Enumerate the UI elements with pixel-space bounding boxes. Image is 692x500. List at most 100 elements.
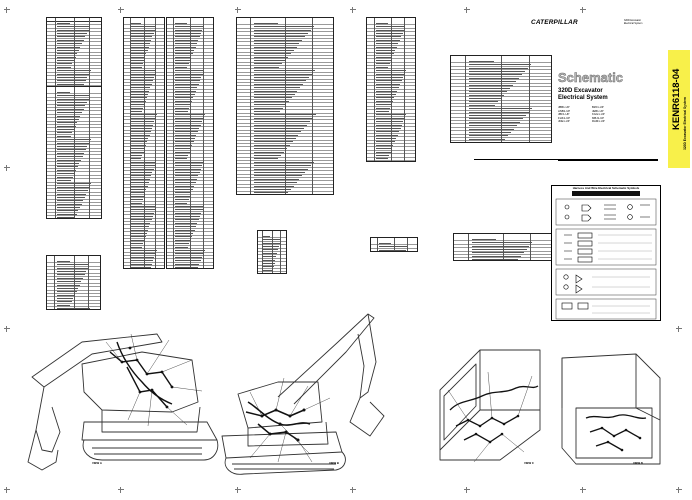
cell-text	[56, 291, 77, 293]
cell-text	[56, 91, 71, 93]
cell-text	[56, 159, 82, 161]
cell-text	[175, 260, 201, 262]
table-column-divider	[89, 18, 91, 86]
cell-text	[56, 294, 76, 296]
crop-mark	[464, 487, 470, 493]
serial-prefix: JEB1-UP	[592, 108, 604, 113]
doc-header-line: 320D Excavator	[624, 19, 642, 22]
cell-text	[131, 182, 149, 184]
cell-text	[175, 239, 191, 241]
cell-text	[375, 155, 390, 157]
cell-text	[56, 176, 73, 178]
component-location-table-continued	[46, 87, 102, 219]
cell-text	[175, 144, 193, 146]
cell-text	[469, 77, 519, 79]
cell-text	[254, 151, 285, 153]
wire-id-table-2	[166, 17, 214, 269]
table-column-divider	[406, 238, 408, 251]
cell-text	[175, 56, 192, 58]
cell-text	[175, 178, 197, 180]
cell-text	[131, 256, 155, 258]
cell-text	[131, 199, 143, 201]
title-rule-thin	[474, 159, 558, 160]
cell-text	[131, 246, 142, 248]
cell-text	[254, 56, 288, 58]
cell-text	[263, 266, 274, 268]
cell-text	[131, 127, 152, 129]
table-row	[47, 308, 100, 309]
cell-text	[375, 104, 392, 106]
cell-text	[131, 77, 154, 79]
table-row	[47, 217, 101, 218]
cell-text	[56, 149, 86, 151]
table-column-divider	[250, 18, 252, 194]
cell-text	[471, 245, 530, 247]
cell-text	[254, 124, 308, 126]
cell-text	[56, 163, 80, 164]
subtitle-system: Electrical System	[558, 95, 608, 101]
serial-prefix: BZF1-UP	[592, 105, 604, 109]
cell-text	[131, 53, 147, 55]
cell-text	[131, 43, 150, 45]
cell-text	[175, 188, 193, 190]
cell-text	[254, 87, 301, 89]
cell-text	[469, 142, 502, 143]
cell-text	[175, 171, 200, 173]
document-side-tab	[668, 50, 690, 168]
crop-mark	[118, 7, 124, 13]
cell-text	[471, 252, 524, 254]
crop-mark	[4, 487, 10, 493]
cell-text	[131, 49, 148, 51]
cell-text	[131, 56, 146, 58]
cell-text	[131, 202, 142, 204]
cell-text	[56, 22, 71, 24]
cell-text	[56, 105, 86, 107]
cell-text	[175, 138, 196, 140]
cell-text	[175, 182, 196, 184]
cell-text	[375, 97, 395, 99]
table-row	[237, 192, 333, 194]
cell-text	[175, 158, 187, 160]
cell-text	[56, 46, 81, 48]
cell-text	[56, 142, 90, 144]
cell-text	[175, 161, 204, 163]
cell-text	[131, 253, 156, 255]
table-column-divider	[467, 234, 469, 260]
cell-text	[56, 264, 90, 266]
cell-text	[56, 39, 84, 41]
cell-text	[175, 131, 198, 133]
cell-text	[131, 249, 157, 251]
wire-id-table-1	[123, 17, 165, 269]
cell-text	[254, 22, 279, 24]
cell-text	[131, 209, 156, 211]
serial-prefix: KGG1-UP	[592, 112, 605, 116]
cell-text	[175, 219, 199, 221]
cell-text	[175, 100, 192, 102]
cell-text	[375, 70, 406, 72]
cell-text	[175, 32, 202, 34]
cell-text	[56, 108, 84, 110]
cell-text	[254, 144, 290, 146]
doc-header-line: Electrical System	[624, 22, 643, 25]
serial-prefix: MBJ1-UP	[592, 115, 604, 120]
cell-text	[131, 263, 152, 265]
table-column-divider	[503, 234, 504, 260]
cell-text	[56, 115, 81, 117]
crop-mark	[235, 487, 241, 493]
cell-text	[375, 131, 400, 133]
cell-text	[131, 236, 146, 238]
cell-text	[175, 243, 190, 245]
cell-text	[131, 110, 142, 112]
cell-text	[175, 97, 194, 99]
cell-text	[56, 29, 89, 31]
cell-text	[471, 259, 518, 260]
cell-text	[254, 182, 297, 184]
cell-text	[175, 229, 195, 231]
table-column-divider	[373, 18, 375, 161]
cell-text	[131, 216, 153, 218]
cell-text	[175, 87, 198, 89]
cell-text	[56, 200, 84, 202]
table-column-divider	[279, 231, 281, 273]
cell-text	[379, 249, 407, 251]
cell-text	[56, 32, 87, 34]
